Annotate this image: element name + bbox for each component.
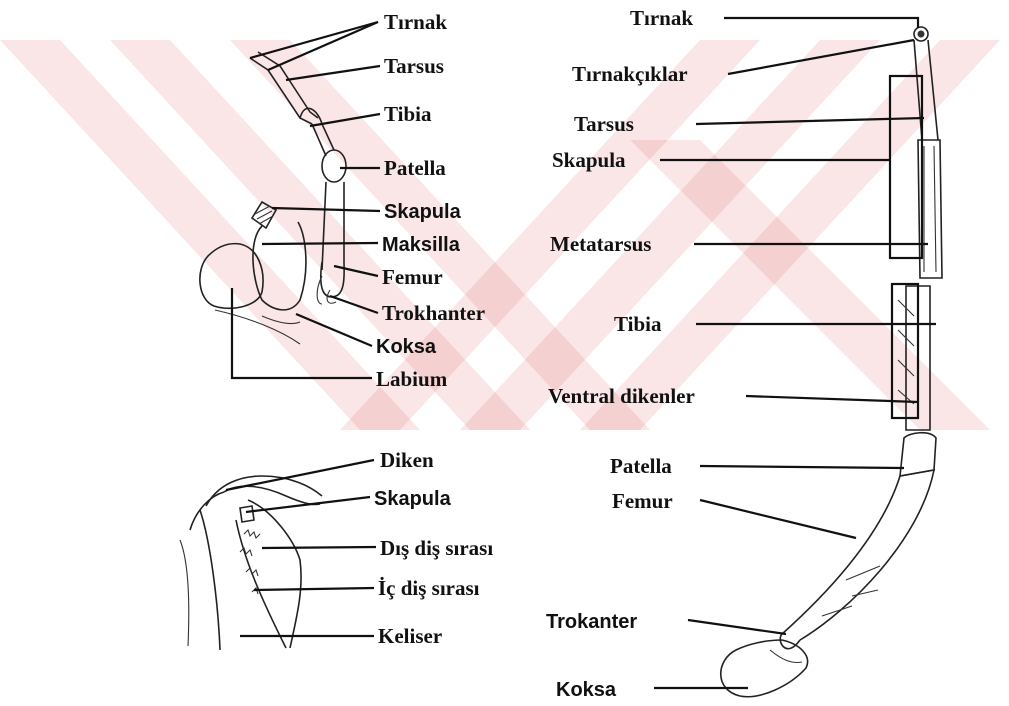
label-diken: Diken — [380, 448, 434, 472]
label-leg-ventral-dikenler: Ventral dikenler — [548, 384, 695, 408]
label-tibia: Tibia — [384, 102, 432, 126]
label-keliser: Keliser — [378, 624, 442, 648]
chelicera-labels: Diken Skapula Dış diş sırası İç diş sıra… — [374, 448, 493, 648]
label-leg-tibia: Tibia — [614, 312, 662, 336]
label-leg-tirnakciklar: Tırnakçıklar — [572, 62, 688, 86]
label-skapula: Skapula — [384, 201, 462, 223]
label-maksilla: Maksilla — [382, 234, 461, 256]
label-dis-dis-sirasi: Dış diş sırası — [380, 536, 493, 560]
label-leg-koksa: Koksa — [556, 679, 617, 701]
label-tirnak: Tırnak — [384, 10, 447, 34]
label-leg-trokanter: Trokanter — [546, 611, 637, 633]
label-leg-skapula: Skapula — [552, 148, 626, 172]
label-leg-femur: Femur — [612, 489, 673, 513]
watermark — [0, 40, 1000, 430]
label-femur: Femur — [382, 265, 443, 289]
chelicera-drawing — [180, 476, 322, 650]
label-tarsus: Tarsus — [384, 54, 444, 78]
label-trokhanter: Trokhanter — [382, 301, 485, 325]
label-ic-dis-sirasi: İç diş sırası — [378, 576, 480, 600]
label-leg-tarsus: Tarsus — [574, 112, 634, 136]
label-patella: Patella — [384, 156, 446, 180]
label-skapula-keliser: Skapula — [374, 488, 452, 510]
label-labium: Labium — [376, 367, 448, 391]
label-koksa: Koksa — [376, 336, 437, 358]
label-leg-metatarsus: Metatarsus — [550, 232, 651, 256]
label-leg-tirnak: Tırnak — [630, 6, 693, 30]
chelicera-leaders — [226, 460, 376, 636]
label-leg-patella: Patella — [610, 454, 672, 478]
